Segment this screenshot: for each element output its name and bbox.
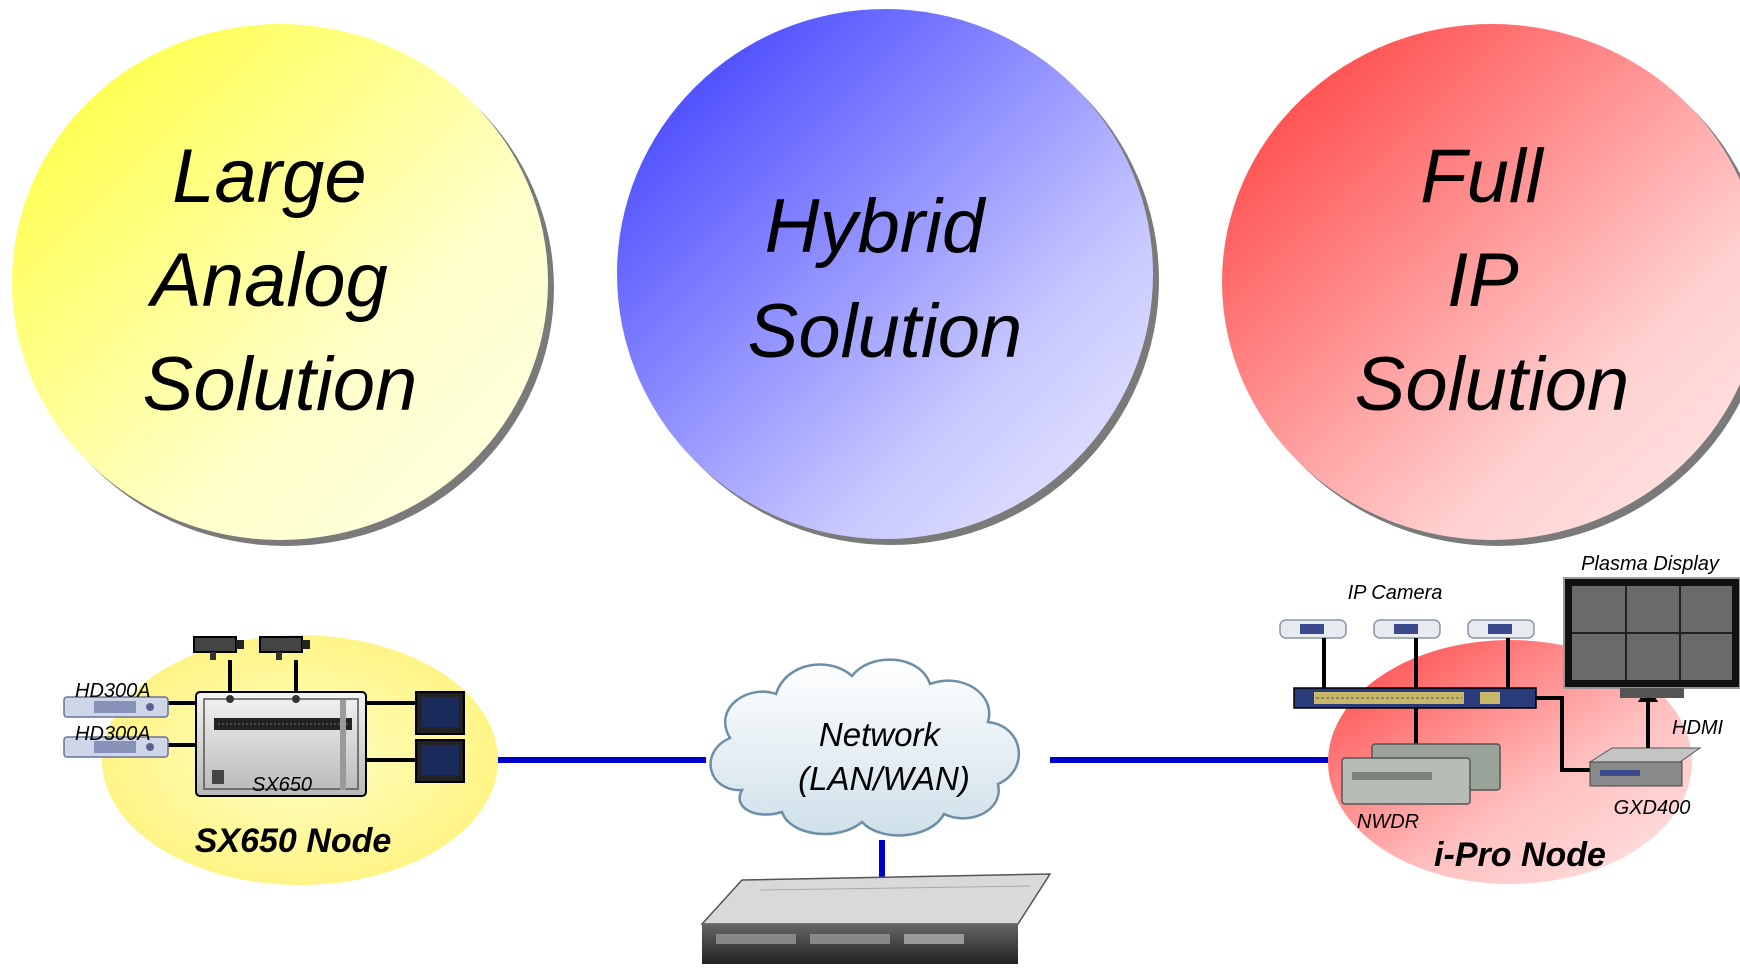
rack-server-icon: [700, 873, 1052, 964]
full-ip-circle: Full IP Solution: [1222, 24, 1740, 546]
monitor-icon: [415, 691, 465, 735]
analog-camera-icon: [193, 636, 244, 660]
network-label-line-1: Network: [819, 716, 942, 753]
svg-text:Network (LAN/WAN): Network (LAN/WAN): [798, 716, 970, 797]
gxd400-decoder-icon: [1588, 747, 1702, 787]
large-analog-line-1: Large: [172, 134, 366, 219]
monitor-icon: [415, 739, 465, 783]
nwdr-recorder-icon: [1341, 743, 1501, 805]
plasma-display-icon: [1563, 577, 1740, 698]
sx650-node-title: SX650 Node: [195, 822, 392, 860]
full-ip-line-3: Solution: [1355, 342, 1630, 427]
network-switch-icon: [1293, 687, 1537, 709]
hd300a-recorder-icon: [63, 736, 169, 758]
analog-camera-icon: [259, 636, 310, 660]
nwdr-label: NWDR: [1357, 811, 1419, 833]
network-label-line-2: (LAN/WAN): [798, 760, 970, 797]
hybrid-line-2: Solution: [748, 289, 1023, 374]
ip-camera-label: IP Camera: [1348, 582, 1443, 604]
sx650-matrix-switcher: [195, 691, 367, 797]
sx650-label: SX650: [252, 774, 312, 796]
svg-text:Full IP Solution: Full IP Solution: [1355, 134, 1630, 427]
large-analog-line-2: Analog: [147, 238, 388, 323]
hybrid-circle: Hybrid Solution: [617, 9, 1159, 545]
large-analog-circle: Large Analog Solution: [12, 24, 554, 546]
ip-camera-icon: [1467, 619, 1535, 639]
svg-text:Hybrid Solution: Hybrid Solution: [748, 184, 1023, 374]
ipro-node-title: i-Pro Node: [1434, 836, 1606, 874]
network-cloud: Network (LAN/WAN): [709, 658, 1021, 837]
plasma-display-label: Plasma Display: [1581, 553, 1720, 575]
hd300a-recorder-icon: [63, 696, 169, 718]
hd300a-label-2: HD300A: [75, 723, 151, 745]
full-ip-line-2: IP: [1447, 238, 1519, 323]
svg-text:Large Analog Solut: Large Analog Solution: [143, 134, 418, 427]
hybrid-line-1: Hybrid: [765, 184, 987, 269]
sx650-node: HD300A HD300A SX650 SX650 Node: [63, 635, 498, 885]
hdmi-label: HDMI: [1672, 717, 1724, 739]
ip-camera-icon: [1279, 619, 1347, 639]
large-analog-line-3: Solution: [143, 342, 418, 427]
gxd400-label: GXD400: [1614, 797, 1691, 819]
ip-camera-icon: [1373, 619, 1441, 639]
hd300a-label-1: HD300A: [75, 680, 151, 702]
ipro-node: IP Camera Plasma Display HDMI GXD400 NWD…: [1279, 553, 1740, 884]
full-ip-line-1: Full: [1420, 134, 1545, 219]
